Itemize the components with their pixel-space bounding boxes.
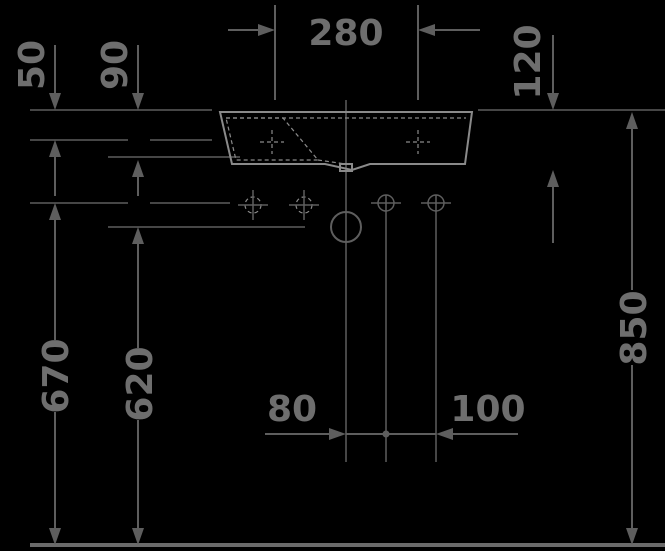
dim-label-620: 620 [120,346,161,421]
dim-label-50: 50 [12,40,53,90]
supply-marker-2 [289,190,319,220]
dim-620-group [132,227,144,545]
dim-label-80: 80 [267,389,317,430]
dim-50-group [49,45,61,196]
supply-marker-1 [238,190,268,220]
reference-lines [30,109,665,228]
dim-90-group [132,45,144,196]
dim-280-group [228,5,480,100]
basin-outline [218,111,474,172]
dim-label-100: 100 [450,389,525,430]
tap-hole-left-marker [260,130,284,154]
dim-label-670: 670 [36,338,77,413]
dim-120-group [547,35,559,243]
dim-label-120: 120 [508,24,549,99]
dim-670-group [49,203,61,545]
dim-label-90: 90 [95,40,136,90]
supply-marker-3 [371,194,401,462]
dim-850-group [626,112,638,545]
tap-hole-right-marker [406,130,430,154]
dim-80-100-group [265,428,518,440]
supply-marker-4 [421,194,451,462]
dim-label-850: 850 [614,290,655,365]
dim-label-280: 280 [308,13,383,54]
drain-circle [330,211,362,243]
